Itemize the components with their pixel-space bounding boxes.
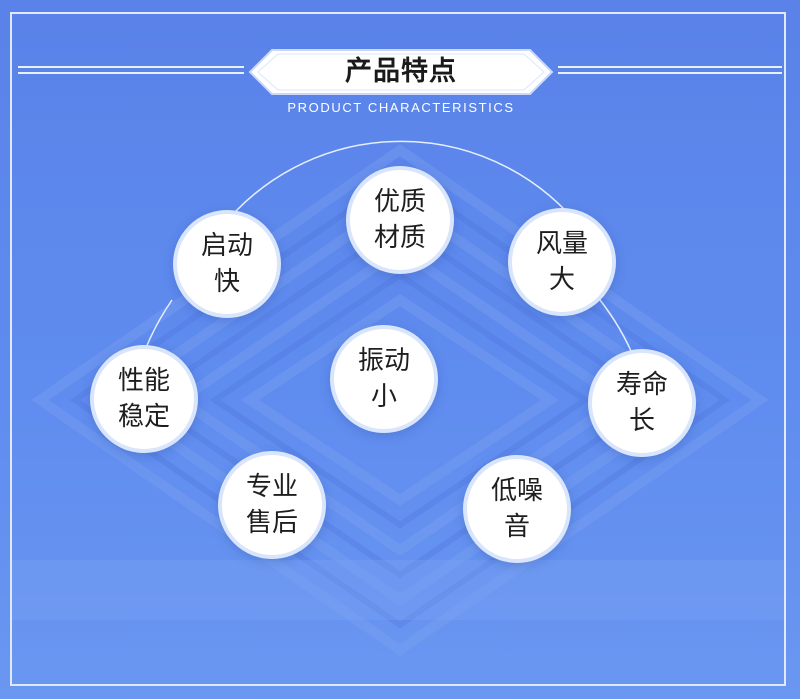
feature-label: 启动快 xyxy=(200,231,253,297)
header-line-left xyxy=(18,66,244,76)
title-banner-shape xyxy=(248,49,554,95)
feature-label: 优质材质 xyxy=(373,187,426,253)
feature-circle-stable-performance: 性能稳定 xyxy=(90,345,198,453)
title-banner: 产品特点 xyxy=(248,48,554,96)
feature-label: 风量大 xyxy=(535,229,588,295)
outer-frame xyxy=(10,12,786,686)
feature-circle-low-vibration: 振动小 xyxy=(330,325,438,433)
header-line-right xyxy=(558,66,782,76)
page-subtitle: PRODUCT CHARACTERISTICS xyxy=(287,100,515,115)
feature-label: 低噪音 xyxy=(490,476,543,542)
page-title: 产品特点 xyxy=(345,56,457,87)
feature-label: 性能稳定 xyxy=(117,366,170,432)
feature-circle-long-life: 寿命长 xyxy=(588,349,696,457)
feature-label: 寿命长 xyxy=(615,370,668,436)
feature-label: 专业售后 xyxy=(245,472,298,538)
feature-label: 振动小 xyxy=(357,346,410,412)
feature-circle-fast-start: 启动快 xyxy=(173,210,281,318)
feature-circle-professional-service: 专业售后 xyxy=(218,451,326,559)
feature-circle-low-noise: 低噪音 xyxy=(463,455,571,563)
feature-circle-high-airflow: 风量大 xyxy=(508,208,616,316)
feature-circle-quality-material: 优质材质 xyxy=(346,166,454,274)
